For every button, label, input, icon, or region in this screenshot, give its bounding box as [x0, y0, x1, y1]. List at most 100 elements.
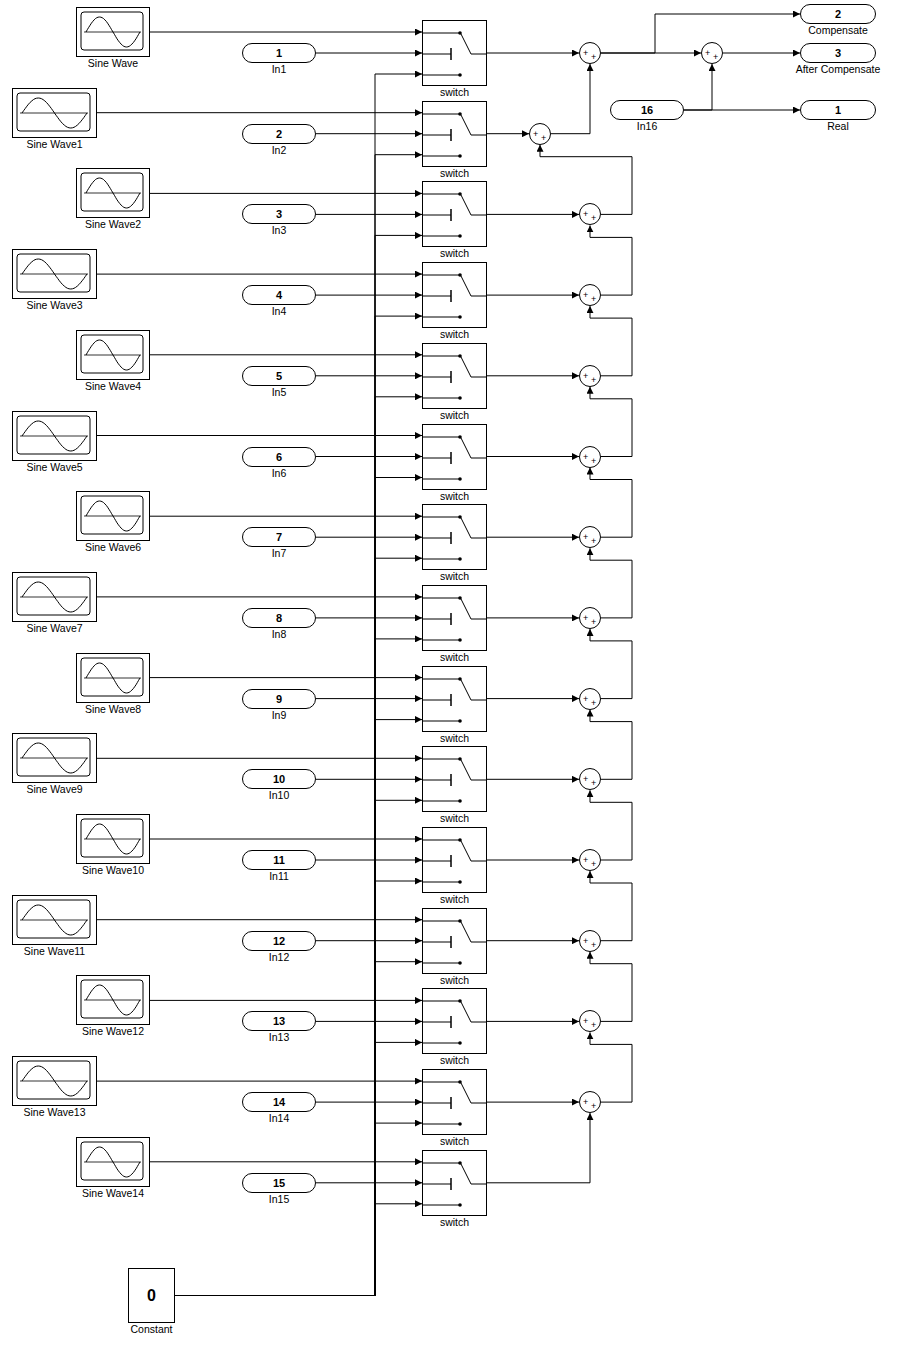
- port-number: 2: [801, 5, 875, 23]
- outport-block: 1Real: [800, 100, 876, 120]
- signal-line: [316, 940, 422, 941]
- sum-block: ++: [579, 1010, 601, 1032]
- sine-wave-block: Sine Wave8: [76, 653, 150, 703]
- sign-label: +: [591, 214, 596, 223]
- sum-block: ++: [579, 42, 601, 64]
- block-name: After Compensate: [795, 63, 882, 75]
- switch-block: switch: [422, 1150, 487, 1216]
- block-name: switch: [439, 1054, 470, 1066]
- signal-line: [590, 629, 632, 699]
- sum-block: ++: [579, 446, 601, 468]
- port-number: 8: [243, 609, 315, 627]
- signal-line: [150, 1161, 422, 1162]
- sign-label: +: [583, 210, 588, 219]
- port-number: 15: [243, 1174, 315, 1192]
- signal-line: [590, 306, 632, 376]
- signal-line: [316, 779, 422, 780]
- switch-block: switch: [422, 908, 487, 974]
- block-name: switch: [439, 974, 470, 986]
- inport-block: 2In2: [242, 124, 316, 144]
- block-name: switch: [439, 570, 470, 582]
- signal-line: [601, 53, 701, 54]
- block-name: switch: [439, 651, 470, 663]
- block-name: switch: [439, 732, 470, 744]
- sign-label: +: [591, 941, 596, 950]
- signal-line: [590, 710, 632, 780]
- sine-wave-block: Sine Wave13: [12, 1056, 97, 1106]
- signal-line: [150, 32, 422, 33]
- signal-line: [316, 295, 422, 296]
- inport-block: 13In13: [242, 1011, 316, 1031]
- signal-line: [175, 1204, 422, 1296]
- switch-block: switch: [422, 20, 487, 86]
- switch-block: switch: [422, 181, 487, 247]
- signal-line: [175, 478, 422, 1296]
- inport-block: 5In5: [242, 366, 316, 386]
- port-number: 1: [243, 44, 315, 62]
- block-name: Sine Wave5: [25, 461, 83, 473]
- sign-label: +: [591, 618, 596, 627]
- block-name: In3: [271, 224, 288, 236]
- signal-line: [316, 375, 422, 376]
- signal-line: [590, 387, 632, 457]
- port-number: 13: [243, 1012, 315, 1030]
- block-name: switch: [439, 409, 470, 421]
- block-name: switch: [439, 490, 470, 502]
- sum-block: ++: [579, 284, 601, 306]
- sign-label: +: [583, 937, 588, 946]
- block-name: In8: [271, 628, 288, 640]
- signal-line: [487, 214, 579, 215]
- signal-line: [487, 1021, 579, 1022]
- block-name: Real: [826, 120, 850, 132]
- signal-line: [150, 839, 422, 840]
- block-name: Sine Wave4: [84, 380, 142, 392]
- signal-line: [97, 435, 422, 436]
- block-name: In4: [271, 305, 288, 317]
- signal-line: [150, 677, 422, 678]
- inport-block: 9In9: [242, 689, 316, 709]
- signal-line: [590, 468, 632, 538]
- signal-line: [150, 354, 422, 355]
- block-name: In14: [268, 1112, 290, 1124]
- signal-line: [487, 940, 579, 941]
- port-number: 14: [243, 1093, 315, 1111]
- signal-line: [723, 53, 800, 54]
- signal-line: [590, 225, 632, 295]
- port-number: 16: [611, 101, 683, 119]
- sum-block: ++: [579, 365, 601, 387]
- port-number: 7: [243, 528, 315, 546]
- block-name: switch: [439, 328, 470, 340]
- sine-wave-block: Sine Wave4: [76, 330, 150, 380]
- signal-line: [316, 537, 422, 538]
- sign-label: +: [591, 537, 596, 546]
- outport-block: 2Compensate: [800, 4, 876, 24]
- signal-line: [487, 617, 579, 618]
- outport-block: 3After Compensate: [800, 43, 876, 63]
- sine-wave-block: Sine Wave1: [12, 88, 97, 138]
- signal-line: [590, 1032, 632, 1102]
- sign-label: +: [583, 291, 588, 300]
- inport-block: 11In11: [242, 850, 316, 870]
- block-name: Sine Wave12: [81, 1025, 145, 1037]
- inport-block: 16In16: [610, 100, 684, 120]
- block-name: Compensate: [807, 24, 869, 36]
- inport-block: 1In1: [242, 43, 316, 63]
- block-name: Sine Wave10: [81, 864, 145, 876]
- signal-line: [316, 698, 422, 699]
- port-number: 10: [243, 770, 315, 788]
- sign-label: +: [591, 779, 596, 788]
- signal-line: [551, 64, 590, 134]
- block-name: Sine Wave: [87, 57, 139, 69]
- sum-block: ++: [579, 607, 601, 629]
- signal-line: [590, 790, 632, 860]
- block-name: switch: [439, 86, 470, 98]
- signal-line: [175, 962, 422, 1296]
- signal-line: [601, 14, 800, 53]
- signal-line: [316, 1021, 422, 1022]
- sum-block: ++: [579, 688, 601, 710]
- block-name: In15: [268, 1193, 290, 1205]
- signal-line: [487, 456, 579, 457]
- inport-block: 14In14: [242, 1092, 316, 1112]
- inport-block: 6In6: [242, 447, 316, 467]
- block-name: Sine Wave1: [25, 138, 83, 150]
